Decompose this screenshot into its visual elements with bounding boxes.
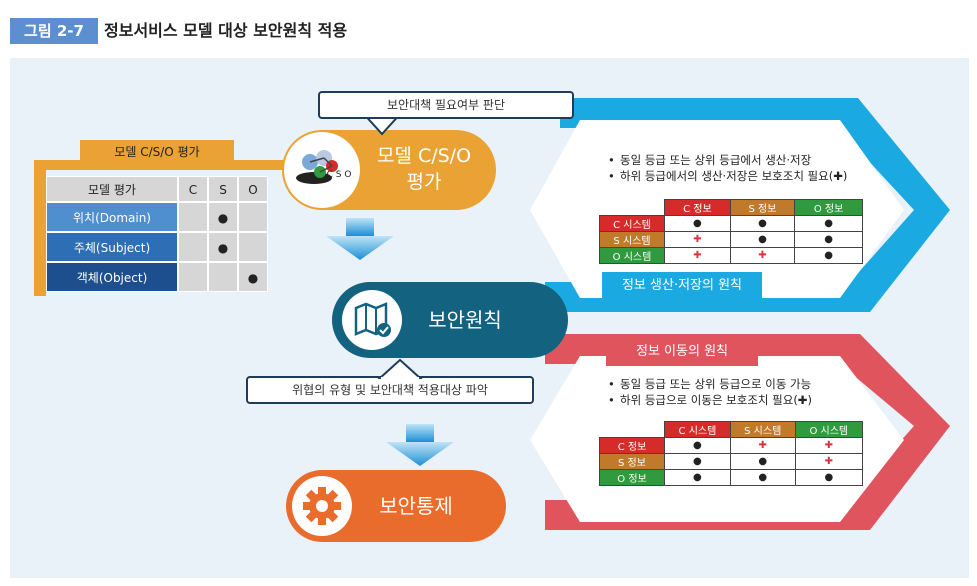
movement-cell: ● bbox=[729, 453, 796, 470]
movement-col-s: S 시스템 bbox=[729, 421, 796, 438]
movement-bullet-1: 동일 등급 또는 상위 등급으로 이동 가능 bbox=[608, 376, 812, 392]
movement-cell: ✚ bbox=[794, 437, 864, 454]
movement-cell: ● bbox=[664, 469, 731, 486]
storage-col-c: C 정보 bbox=[664, 199, 731, 216]
step-model-icon-circle bbox=[284, 132, 360, 208]
movement-cell: ● bbox=[729, 469, 796, 486]
storage-row-s: S 시스템 bbox=[599, 231, 665, 248]
movement-banner: 정보 이동의 원칙 bbox=[606, 338, 758, 366]
model-table-header-s: S bbox=[208, 176, 238, 202]
movement-row-o: O 정보 bbox=[599, 469, 665, 486]
orange-connector-left bbox=[34, 160, 46, 296]
model-row-subject: 주체(Subject) bbox=[46, 232, 178, 262]
model-cell bbox=[208, 262, 238, 292]
storage-cell: ● bbox=[729, 215, 796, 232]
model-cell bbox=[238, 202, 268, 232]
storage-col-o: O 정보 bbox=[794, 199, 863, 216]
storage-cell: ● bbox=[794, 215, 863, 232]
storage-cell: ● bbox=[729, 231, 796, 248]
orange-connector bbox=[34, 160, 289, 170]
arrow-down-icon bbox=[326, 218, 394, 260]
model-table-header-c: C bbox=[178, 176, 208, 202]
movement-cell: ● bbox=[794, 469, 864, 486]
model-table: 모델 평가 C S O 위치(Domain) ● 주체(Subject) ● 객… bbox=[46, 176, 268, 292]
movement-cell: ✚ bbox=[729, 437, 796, 454]
callout-middle: 위협의 유형 및 보안대책 적용대상 파악 bbox=[246, 376, 534, 404]
movement-cell: ● bbox=[664, 437, 731, 454]
model-cell bbox=[238, 232, 268, 262]
callout-middle-pointer bbox=[377, 358, 423, 380]
model-cell: ● bbox=[208, 202, 238, 232]
storage-row-o: O 시스템 bbox=[599, 247, 665, 264]
model-cell bbox=[178, 262, 208, 292]
storage-table: C 정보 S 정보 O 정보 C 시스템 ● ● ● S 시스템 ✚ ● ● O… bbox=[599, 199, 863, 264]
storage-banner: 정보 생산·저장의 원칙 bbox=[602, 272, 762, 300]
movement-col-c: C 시스템 bbox=[664, 421, 731, 438]
model-cell: ● bbox=[208, 232, 238, 262]
storage-cell: ✚ bbox=[729, 247, 796, 264]
gear-icon bbox=[303, 487, 341, 525]
model-table-header-o: O bbox=[238, 176, 268, 202]
step-principle-icon-circle bbox=[342, 290, 402, 350]
storage-cell: ✚ bbox=[664, 231, 731, 248]
model-row-domain: 위치(Domain) bbox=[46, 202, 178, 232]
movement-row-s: S 정보 bbox=[599, 453, 665, 470]
movement-bullet-2: 하위 등급으로 이동은 보호조치 필요(✚) bbox=[608, 392, 812, 408]
model-table-header-label: 모델 평가 bbox=[46, 176, 178, 202]
movement-bullets: 동일 등급 또는 상위 등급으로 이동 가능 하위 등급으로 이동은 보호조치 … bbox=[608, 376, 812, 408]
arrow-down-icon bbox=[386, 424, 454, 466]
step-control-label: 보안통제 bbox=[379, 494, 453, 518]
storage-corner bbox=[599, 199, 665, 216]
storage-cell: ✚ bbox=[664, 247, 731, 264]
storage-cell: ● bbox=[794, 247, 863, 264]
movement-table: C 시스템 S 시스템 O 시스템 C 정보 ● ✚ ✚ S 정보 ● ● ✚ … bbox=[599, 421, 864, 486]
storage-bullet-2: 하위 등급에서의 생산·저장은 보호조치 필요(✚) bbox=[608, 168, 847, 184]
model-cell bbox=[178, 232, 208, 262]
storage-row-c: C 시스템 bbox=[599, 215, 665, 232]
model-table-tab: 모델 C/S/O 평가 bbox=[80, 140, 234, 164]
storage-bullet-1: 동일 등급 또는 상위 등급에서 생산·저장 bbox=[608, 152, 847, 168]
storage-bullets: 동일 등급 또는 상위 등급에서 생산·저장 하위 등급에서의 생산·저장은 보… bbox=[608, 152, 847, 184]
step-model-label-1: 모델 C/S/O bbox=[376, 145, 472, 167]
movement-row-c: C 정보 bbox=[599, 437, 665, 454]
movement-cell: ● bbox=[664, 453, 731, 470]
storage-cell: ● bbox=[664, 215, 731, 232]
step-control-icon-circle bbox=[292, 476, 352, 536]
movement-corner bbox=[599, 421, 665, 438]
movement-cell: ✚ bbox=[794, 453, 864, 470]
storage-col-s: S 정보 bbox=[729, 199, 796, 216]
figure-title: 정보서비스 모델 대상 보안원칙 적용 bbox=[104, 21, 348, 40]
map-check-icon bbox=[354, 302, 391, 337]
step-model-icon-text: C S O bbox=[326, 170, 352, 180]
network-icon bbox=[296, 150, 338, 184]
model-cell: ● bbox=[238, 262, 268, 292]
model-row-object: 객체(Object) bbox=[46, 262, 178, 292]
figure-tag: 그림 2-7 bbox=[10, 18, 98, 44]
step-model-label-2: 평가 bbox=[406, 171, 442, 193]
movement-col-o: O 시스템 bbox=[794, 421, 864, 438]
step-principle-label: 보안원칙 bbox=[428, 308, 502, 332]
model-cell bbox=[178, 202, 208, 232]
callout-top: 보안대책 필요여부 판단 bbox=[318, 91, 574, 119]
storage-cell: ● bbox=[794, 231, 863, 248]
